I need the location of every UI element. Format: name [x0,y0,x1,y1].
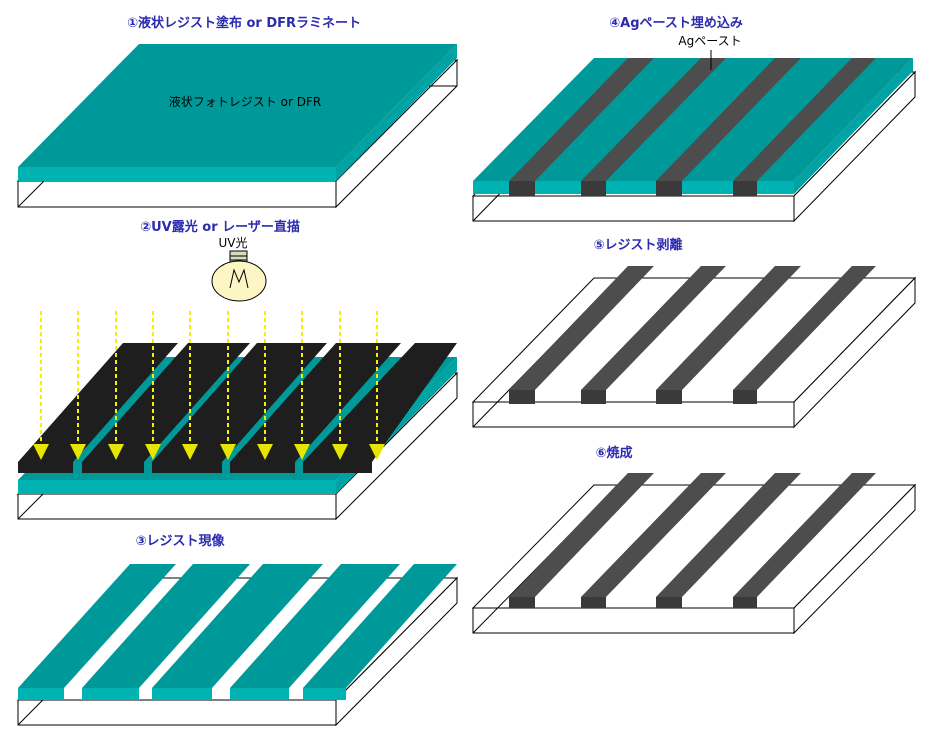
lightbulb-icon [211,250,267,302]
mask-stripe [82,343,250,462]
step-1: ①液状レジスト塗布 or DFRラミネート 液状フォトレジスト or DFR [16,15,459,209]
silver-line [656,473,801,597]
silver-paste-label: Agペースト [678,34,741,48]
silver-line [509,473,654,597]
step-5: ⑤レジスト剥離 [471,237,917,429]
mask-stripe [152,343,327,462]
step-2: ②UV露光 or レーザー直描 [16,219,459,521]
silver-line [733,266,876,390]
mask-stripe [303,343,457,462]
step-2-uv-arrows [33,311,385,460]
step-5-silver-lines [509,266,876,404]
silver-line [509,266,654,390]
silver-line [656,266,801,390]
resist-stripe [303,564,457,688]
step-1-resist-label: 液状フォトレジスト or DFR [169,94,321,109]
silver-line [733,473,876,597]
step-5-title: ⑤レジスト剥離 [593,237,682,253]
step-4: ④Agペースト埋め込み Agペースト [471,15,917,223]
step-6: ⑥焼成 [471,445,917,635]
step-3-title: ③レジスト現像 [135,533,225,549]
resist-stripe [18,564,176,688]
mask-stripe [18,343,178,462]
step-2-photomask [18,343,457,473]
step-3: ③レジスト現像 [16,533,459,727]
step-6-silver-lines [509,473,876,608]
step-4-resist-layer [473,58,913,194]
silver-line [581,58,726,181]
uv-light-label: UV光 [219,236,248,250]
silver-line [509,58,654,181]
silver-line [581,473,726,597]
silver-line [656,58,801,181]
step-4-title: ④Agペースト埋め込み [609,15,743,31]
resist-stripe [152,564,323,688]
silver-line [581,266,726,390]
step-3-resist-stripes [18,564,457,700]
step-6-substrate [471,483,917,635]
silver-line [733,58,876,181]
resist-stripe [82,564,250,688]
resist-stripe [230,564,400,688]
step-4-silver-lines [509,58,876,196]
step-1-resist-layer [18,44,457,181]
step-1-title: ①液状レジスト塗布 or DFRラミネート [127,15,361,31]
step-6-title: ⑥焼成 [595,445,632,461]
step-2-title: ②UV露光 or レーザー直描 [140,219,300,235]
step-5-substrate [471,276,917,429]
mask-stripe [230,343,401,462]
